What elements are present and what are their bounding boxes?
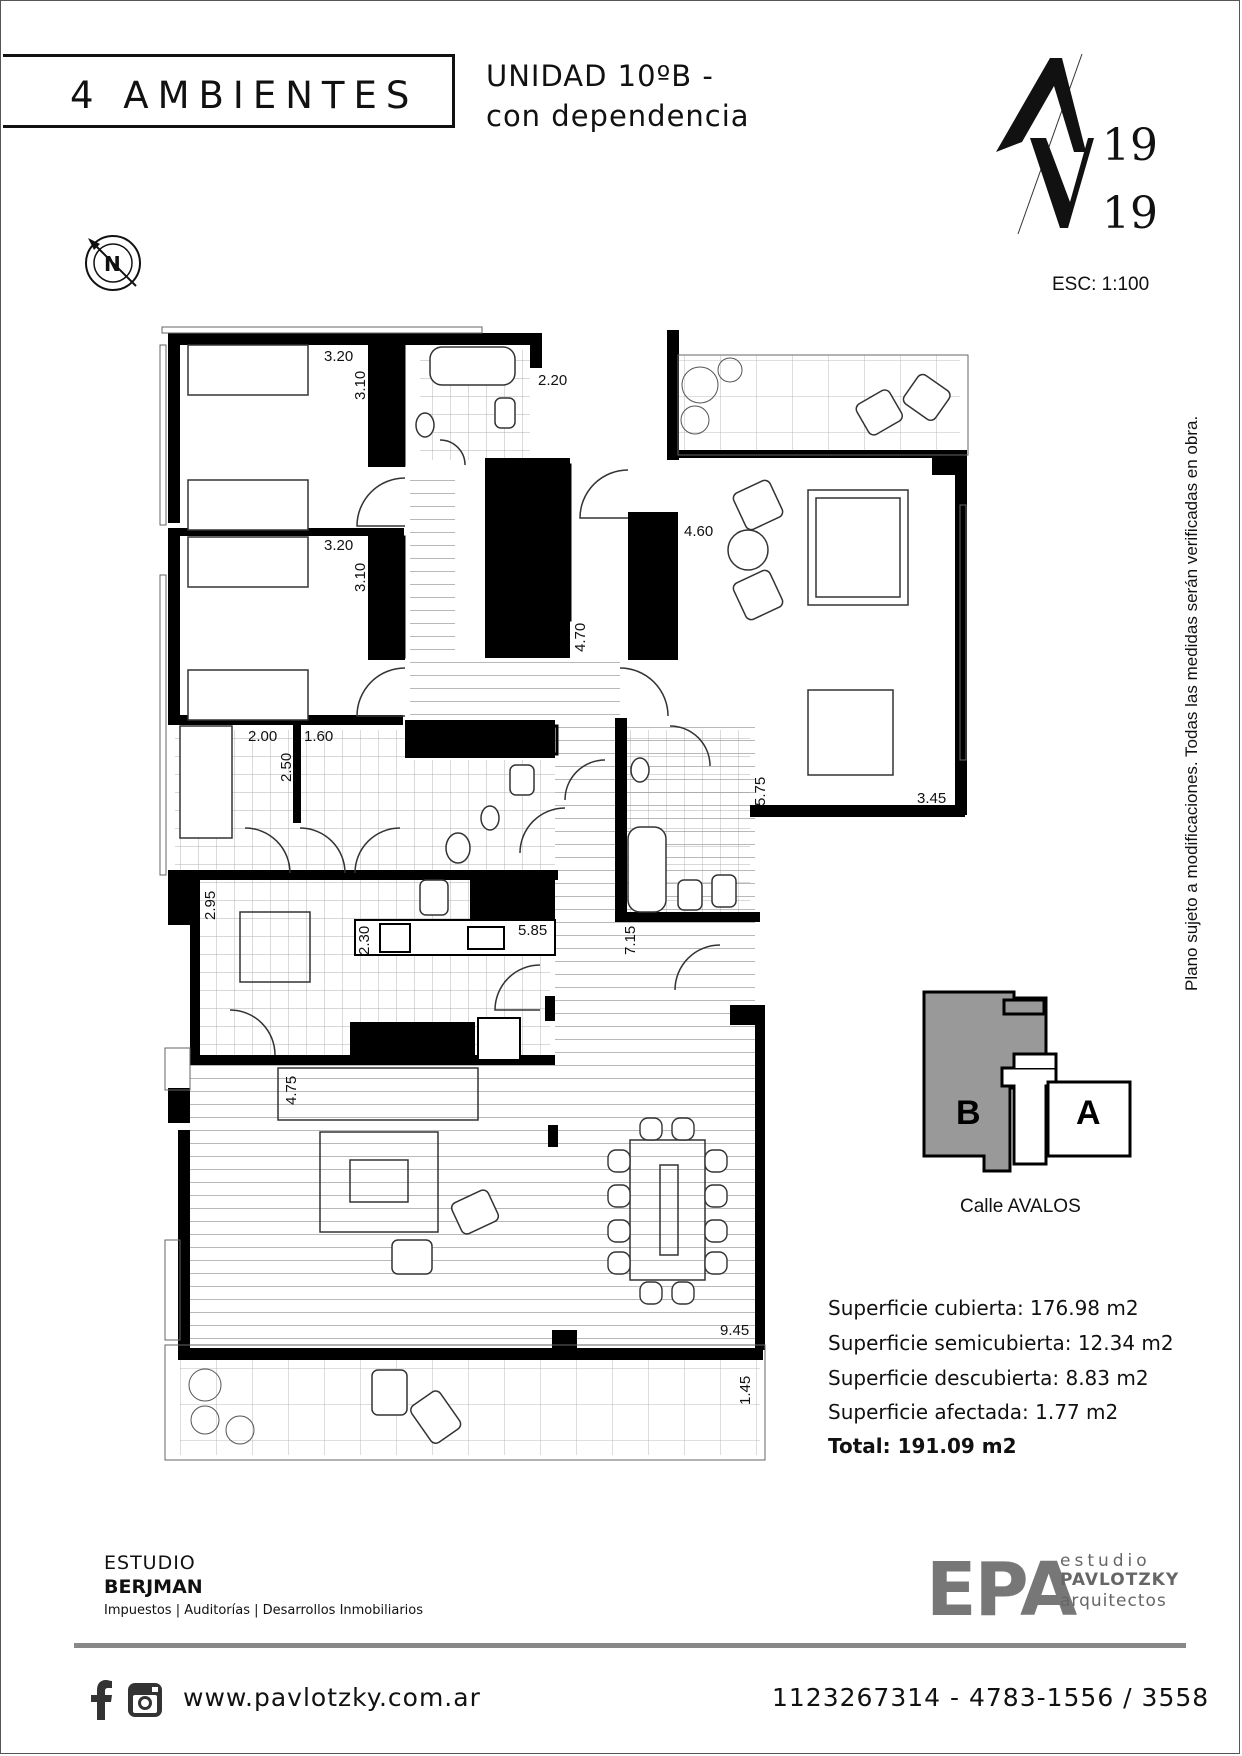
- window-lines: [159, 326, 969, 1461]
- website-link[interactable]: www.pavlotzky.com.ar: [183, 1683, 481, 1712]
- dim-label: 4.70: [572, 622, 589, 652]
- side-note: Plano sujeto a modificaciones. Todas las…: [1178, 355, 1201, 995]
- closets: [370, 343, 667, 756]
- av1919-logo: 19 19: [996, 53, 1158, 239]
- dim-label: 2.50: [278, 752, 295, 782]
- street-label: Calle AVALOS: [960, 1196, 1081, 1217]
- key-plan-label-a: A: [1076, 1094, 1101, 1132]
- dim-label: 3.10: [352, 370, 369, 400]
- footer-divider: [74, 1643, 1186, 1648]
- kitchen-counter: [354, 919, 556, 1061]
- floor-plan: [159, 326, 969, 1461]
- furniture: [239, 489, 909, 1281]
- compass-letter: N: [104, 252, 121, 276]
- dim-label: 5.75: [752, 776, 769, 806]
- area-afectada: Superficie afectada: 1.77 m2: [828, 1400, 1119, 1424]
- dim-label: 2.95: [202, 890, 219, 920]
- phone-numbers: 1123267314 - 4783-1556 / 3558: [772, 1683, 1210, 1712]
- logo-a-shape: [996, 58, 1086, 152]
- armchairs: [371, 373, 951, 1444]
- dim-label: 3.10: [352, 562, 369, 592]
- epa-line-2: PAVLOTZKY: [1060, 1570, 1180, 1590]
- berjman-line-3: Impuestos | Auditorías | Desarrollos Inm…: [104, 1603, 424, 1618]
- logo-number-top: 19: [1102, 120, 1158, 171]
- epa-logo: EPA: [926, 1547, 1077, 1633]
- title-ambientes: 4 AMBIENTES: [70, 74, 419, 117]
- dim-label: 2.20: [538, 372, 568, 389]
- unit-line-2: con dependencia: [486, 99, 750, 133]
- area-descubierta: Superficie descubierta: 8.83 m2: [828, 1366, 1149, 1390]
- logo-v-shape: [1030, 138, 1094, 228]
- plants-icon: [188, 357, 743, 1445]
- key-plan-label-b: B: [956, 1094, 981, 1132]
- facebook-icon[interactable]: [88, 1680, 116, 1720]
- door-swings: [229, 439, 721, 1056]
- epa-line-3: arquitectos: [1060, 1591, 1167, 1611]
- compass-icon: N: [85, 235, 141, 291]
- berjman-line-1: ESTUDIO: [104, 1552, 196, 1574]
- scale-label: ESC: 1:100: [1052, 274, 1150, 295]
- walls: [168, 330, 967, 1360]
- dim-label: 9.45: [720, 1322, 750, 1339]
- dim-label: 2.00: [248, 728, 278, 745]
- area-semicubierta: Superficie semicubierta: 12.34 m2: [828, 1331, 1174, 1355]
- area-total: Total: 191.09 m2: [828, 1434, 1017, 1458]
- dim-label: 4.60: [684, 523, 714, 540]
- dim-label: 5.85: [518, 922, 548, 939]
- bathroom-fixtures: [415, 346, 737, 916]
- dim-label: 4.75: [283, 1075, 300, 1105]
- area-cubierta: Superficie cubierta: 176.98 m2: [828, 1296, 1139, 1320]
- dining-chairs: [607, 1117, 728, 1305]
- unit-line-1: UNIDAD 10ºB -: [486, 59, 714, 93]
- epa-line-1: estudio: [1060, 1551, 1151, 1571]
- title-box: [3, 54, 455, 128]
- dim-label: 3.20: [324, 348, 354, 365]
- beds: [179, 344, 894, 839]
- key-plan: B A: [922, 990, 1132, 1173]
- side-note-text: Plano sujeto a modificaciones. Todas las…: [1182, 415, 1201, 991]
- logo-number-bottom: 19: [1102, 188, 1158, 239]
- dim-label: 1.45: [737, 1375, 754, 1405]
- unit-title: UNIDAD 10ºB - con dependencia: [486, 56, 750, 136]
- dim-label: 3.45: [917, 790, 947, 807]
- instagram-icon[interactable]: [127, 1682, 163, 1718]
- dim-label: 7.15: [622, 925, 639, 955]
- berjman-line-2: BERJMAN: [104, 1576, 203, 1598]
- dim-label: 1.60: [304, 728, 334, 745]
- dim-label: 2.30: [356, 925, 373, 955]
- dim-label: 3.20: [324, 537, 354, 554]
